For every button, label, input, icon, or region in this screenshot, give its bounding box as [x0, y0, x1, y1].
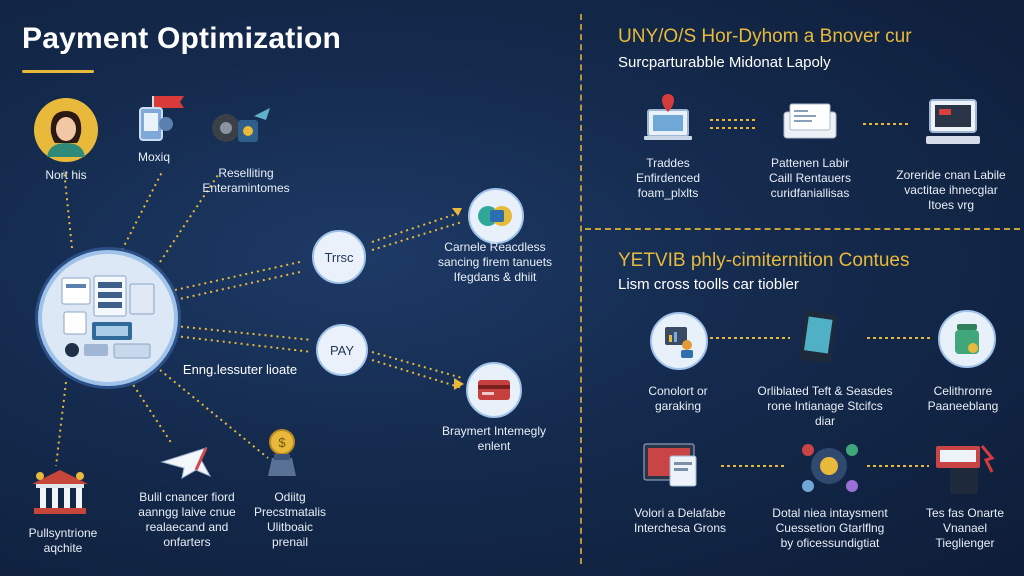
right-bottom-row2-item-3-label: Tes fas Onarte Vnanael Tieglienger [925, 506, 1005, 550]
right-top-item-2-label: Pattenen Labir Caill Rentauers curidfani… [768, 156, 852, 200]
connector-node2b [174, 335, 313, 353]
coin-label: Odiitg Precstmatalis Ulitboaic prenail [253, 490, 327, 549]
connector-payment-b [371, 359, 463, 389]
profile-label: Nort his [45, 168, 87, 182]
connector-node2 [174, 325, 313, 341]
document-stack-icon [778, 98, 842, 144]
arrow-head-payment [454, 378, 464, 390]
connector-profile [63, 169, 73, 249]
gear-network-icon [796, 440, 862, 498]
connector-payment [371, 351, 463, 379]
bank-icon [28, 466, 92, 518]
laptop-pin-icon [640, 92, 696, 144]
woman-avatar-icon [47, 111, 85, 157]
title-underline [22, 70, 94, 73]
credit-card-icon [478, 380, 510, 400]
bank-label: Pullsyntrione aqchite [28, 526, 98, 555]
monitor-card-icon [640, 440, 704, 494]
servers-collage-icon [61, 275, 155, 359]
card-label: Carnele Reacdless sancing firem tanuets … [437, 240, 553, 284]
card-machine-icon [932, 440, 996, 498]
right-bottom-subtitle: Lism cross toolls car tiobler [618, 276, 799, 293]
airplane-icon [156, 440, 212, 484]
node-pay-tag: PAY [329, 342, 355, 358]
mobile-label: Moxiq [137, 150, 170, 164]
tablet-icon [796, 310, 840, 366]
node-pay: PAY [316, 324, 368, 376]
mobile-icon [130, 94, 190, 144]
jar-node [938, 310, 996, 368]
hub-label: Enng.lessuter lioate [182, 362, 298, 377]
chart-person-node [650, 312, 708, 370]
connector-plane [129, 379, 173, 445]
connector-bank [55, 381, 67, 467]
desktop-icon [924, 96, 982, 148]
connector-card-b [371, 221, 463, 251]
right-bottom-row1-item-3-label: Celithronre Paaneeblang [927, 384, 999, 413]
chart-person-icon [665, 327, 693, 358]
right-bottom-row2-item-2-label: Dotal niea intaysment Cuessetion Gtarlfl… [772, 506, 888, 550]
jar-icon [955, 324, 979, 354]
connector-lines [55, 169, 464, 467]
coins-cards-icon [478, 206, 512, 226]
right-bottom-title: YETVIB phly-cimiternition Contues [618, 250, 910, 271]
right-top-item-1-label: Traddes Enfirdenced foam_plxlts [635, 156, 701, 200]
page-title: Payment Optimization [22, 22, 342, 55]
horizontal-divider [585, 228, 1020, 230]
connector-card [371, 211, 463, 243]
coin-icon: $ [258, 428, 306, 480]
vertical-divider [580, 14, 582, 564]
node-transaction: Trrsc [312, 230, 366, 284]
right-top-title: UNY/O/S Hor-Dyhom a Bnover cur [618, 26, 912, 47]
reselling-icon [204, 102, 276, 152]
right-connectors [710, 119, 933, 339]
central-hub [38, 250, 178, 386]
profile-avatar [34, 98, 98, 162]
reselling-label: Reselliting Enteramintomes [202, 166, 290, 195]
cards-node [468, 188, 524, 244]
right-bottom-row1-item-1-label: Conolort or garaking [648, 384, 708, 413]
right-bottom-row1-item-2-label: Orliblated Teft & Seasdes rone Intianage… [757, 384, 893, 428]
payment-label: Braymert Intemegly enlent [441, 424, 547, 453]
plane-label: Bulil cnancer fiord aanngg laive cnue re… [138, 490, 236, 549]
right-bottom-row2-item-1-label: Volori a Delafabe Interchesa Grons [633, 506, 727, 535]
right-top-item-3-label: Zoreride cnan Labile vactitae ihnecglar … [896, 168, 1006, 212]
svg-text:$: $ [278, 435, 286, 450]
right-connectors-row2 [721, 465, 929, 467]
node-transaction-tag: Trrsc [324, 249, 354, 265]
connector-mobile [121, 171, 163, 251]
right-top-subtitle: Surcparturabble Midonat Lapoly [618, 54, 831, 71]
arrow-head-card [452, 208, 462, 216]
payment-node [466, 362, 522, 418]
